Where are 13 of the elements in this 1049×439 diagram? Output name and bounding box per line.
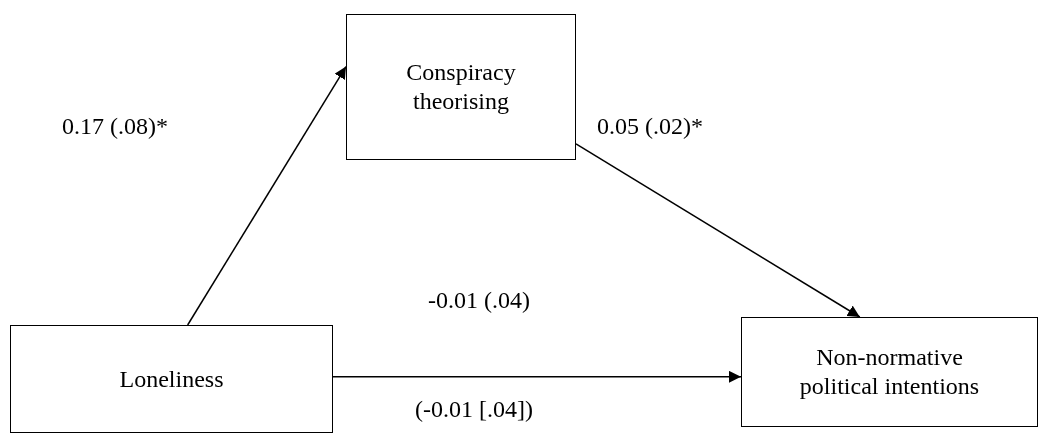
variable-label: Non-normative political intentions <box>798 343 981 401</box>
arrow <box>575 143 861 318</box>
variable-label: Loneliness <box>119 364 224 394</box>
arrow <box>186 65 347 326</box>
variable-box <box>741 317 1038 427</box>
coefficient-label: 0.17 (.08)* <box>62 113 168 140</box>
coefficient-label: (-0.01 [.04]) <box>415 396 533 423</box>
coefficient-label: 0.05 (.02)* <box>597 113 703 140</box>
variable-box <box>346 14 576 160</box>
variable-label: Conspiracy theorising <box>405 58 517 116</box>
coefficient-label: -0.01 (.04) <box>428 287 530 314</box>
arrow <box>332 370 742 383</box>
variable-box <box>10 325 333 433</box>
